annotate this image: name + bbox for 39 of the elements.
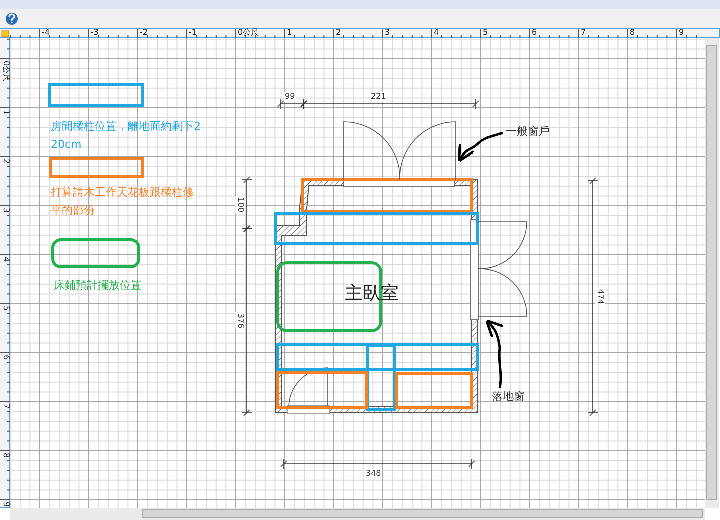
window-label: 落地窗 (492, 389, 532, 404)
dimension-label: 376 (236, 312, 246, 330)
dimension-label: 100 (236, 196, 246, 214)
ruler-number: 7 (2, 404, 10, 410)
window-label: 一般窗戶 (506, 124, 560, 139)
ruler-number: 9 (679, 28, 684, 38)
dimension-label: 348 (365, 469, 382, 479)
ruler-number: -4 (42, 28, 50, 38)
ruler-number: 4 (434, 28, 440, 38)
ruler-number: 1 (2, 110, 10, 116)
legend-text: 房間樑柱位置，離地面約剩下220cm (51, 119, 201, 153)
window-drawing (477, 219, 530, 320)
arrow (458, 132, 504, 163)
ruler-number: 8 (630, 28, 636, 38)
ruler-number: -2 (140, 28, 148, 38)
ruler-number: 9 (2, 502, 10, 508)
ruler-number: 5 (483, 28, 488, 38)
ruler-number: 4 (2, 257, 10, 262)
ruler-number: 0公尺 (2, 61, 10, 82)
window-drawing (342, 120, 458, 182)
ruler-number: 6 (2, 355, 10, 360)
legend-text: 打算請木工作天花板跟樑柱修平的部份 (51, 185, 195, 219)
dimension-label: 99 (284, 92, 296, 102)
ruler-number: 3 (2, 208, 10, 214)
arrow (486, 320, 506, 388)
ruler-number: 2 (336, 28, 342, 38)
dimension-label: 474 (596, 288, 606, 306)
legend-text: 床鋪預計擺放位置 (54, 278, 142, 294)
ruler-number: 5 (2, 306, 10, 312)
ruler-number: 6 (532, 28, 538, 38)
ruler-number: 0公尺 (238, 28, 260, 38)
ruler-number: 2 (2, 159, 10, 164)
ruler-number: -1 (189, 28, 197, 38)
ruler-number: 7 (581, 28, 586, 38)
ruler-number: -3 (91, 28, 99, 38)
ruler-number: 8 (2, 453, 10, 458)
ruler-number: 3 (385, 28, 390, 38)
ruler-number: 1 (287, 28, 292, 38)
dimension-label: 221 (370, 92, 388, 102)
